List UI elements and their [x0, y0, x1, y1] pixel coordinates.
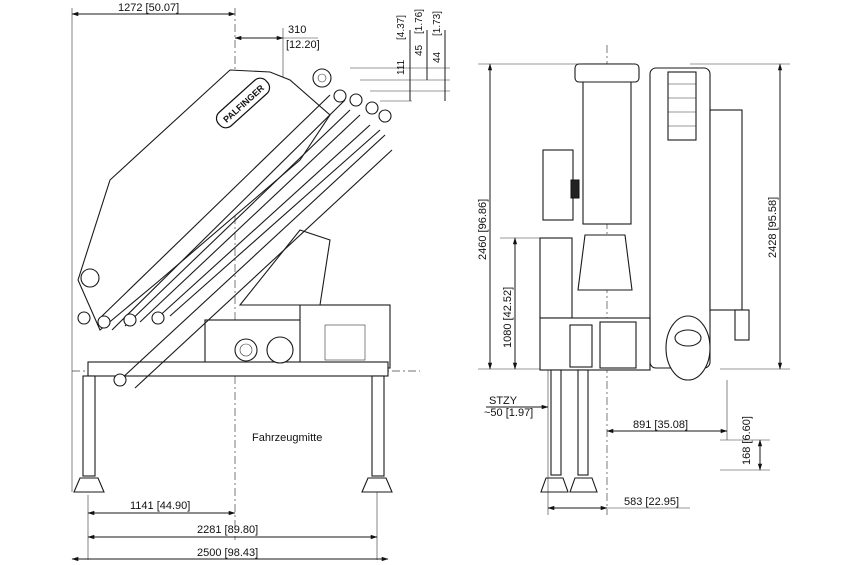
telescopic-booms: [77, 89, 393, 389]
dim-h2460: 2460 [96.86]: [477, 199, 489, 260]
oil-tank: [539, 237, 573, 319]
crane-column: [238, 229, 331, 306]
dim-w2281: 2281 [89.80]: [197, 524, 258, 536]
rear-view: 2460 [96.86] 1080 [42.52] 2428 [95.58]: [477, 45, 790, 515]
support-foot-left: [73, 477, 105, 493]
rear-leg-left: [550, 369, 562, 476]
dim-stzy: STZY: [489, 395, 518, 407]
boom-column-rear: [582, 63, 632, 225]
dim-h44: 44: [432, 51, 443, 63]
dim-offset-mm: 310: [288, 24, 306, 36]
dim-stzy-value: ~50 [1.97]: [484, 407, 533, 419]
dim-w891: 891 [35.08]: [633, 419, 688, 431]
valve-block: [599, 321, 637, 369]
support-leg-left: [82, 375, 96, 477]
dim-h45: 45: [414, 44, 425, 56]
dim-h168: 168 [6.60]: [741, 416, 753, 465]
main-boom: [77, 69, 331, 331]
dim-h173: [1.73]: [432, 11, 443, 36]
support-legs-side: [73, 375, 393, 493]
vehicle-center-label: Fahrzeugmitte: [252, 432, 322, 444]
column-saddle: [577, 234, 633, 291]
dim-top-width: 1272 [50.07]: [118, 2, 179, 14]
stabilizer-beam: [87, 361, 389, 377]
side-view: 1272 [50.07] 310 [12.20] 111 [4.37] 45 […: [71, 2, 450, 562]
slewing-bearing-right: [266, 336, 294, 364]
support-foot-right: [361, 477, 393, 493]
dim-w1141: 1141 [44.90]: [130, 500, 190, 512]
dim-h111: 111: [396, 59, 407, 75]
support-leg-right: [371, 375, 385, 477]
hose-rack: [667, 71, 697, 141]
side-arm-rear: [709, 109, 743, 311]
slewing-bearing-left: [234, 338, 258, 362]
rear-foot-left: [540, 477, 569, 493]
boom-pivot: [80, 268, 100, 288]
rear-leg-right: [577, 369, 589, 476]
dim-h1080: 1080 [42.52]: [502, 287, 514, 348]
dim-h2428: 2428 [95.58]: [767, 197, 779, 258]
dim-h176: [1.76]: [414, 9, 425, 34]
control-box: [542, 149, 574, 221]
small-height-dims: 111 [4.37] 45 [1.76] 44 [1.73]: [350, 9, 450, 102]
rear-foot-right: [569, 477, 598, 493]
dim-h437: [4.37]: [396, 15, 407, 40]
dim-w583: 583 [22.95]: [624, 496, 679, 508]
dim-offset-in: [12.20]: [286, 39, 320, 51]
dim-w2500: 2500 [98.43]: [197, 547, 258, 559]
boom-tip-pivot: [312, 68, 332, 88]
base-housing: [299, 304, 391, 369]
outrigger-cylinder-rear: [665, 315, 711, 381]
